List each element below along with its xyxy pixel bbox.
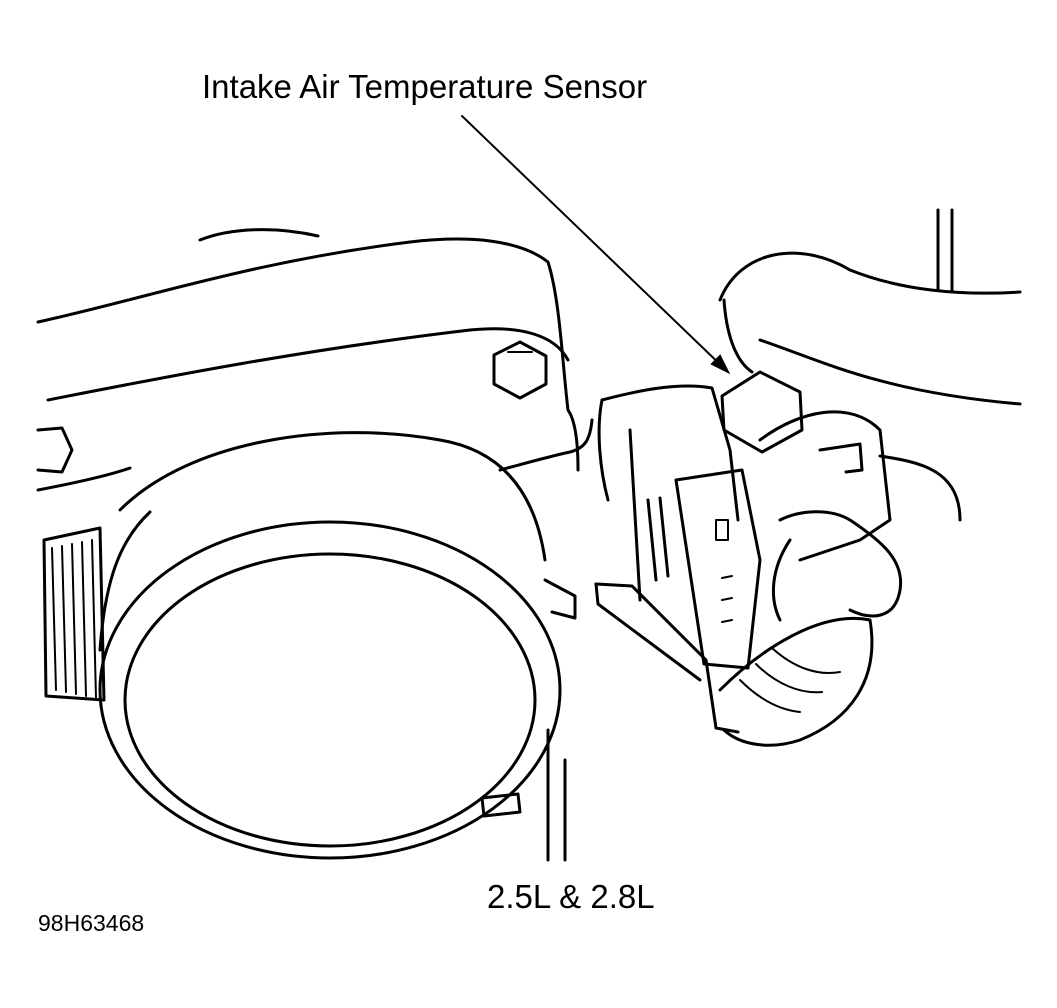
threaded-neck	[42, 526, 106, 702]
figure-id: 98H63468	[38, 910, 145, 936]
throttle-bore	[98, 431, 577, 860]
intake-housing	[36, 228, 594, 492]
wiring-harness	[718, 617, 874, 747]
sensor-connector	[720, 370, 903, 622]
mounting-bracket	[480, 728, 567, 862]
callout-leader	[461, 115, 731, 375]
air-hose	[718, 208, 1022, 522]
callout-label: Intake Air Temperature Sensor	[202, 68, 648, 105]
housing-bolt	[492, 340, 548, 400]
engine-label: 2.5L & 2.8L	[487, 878, 655, 915]
